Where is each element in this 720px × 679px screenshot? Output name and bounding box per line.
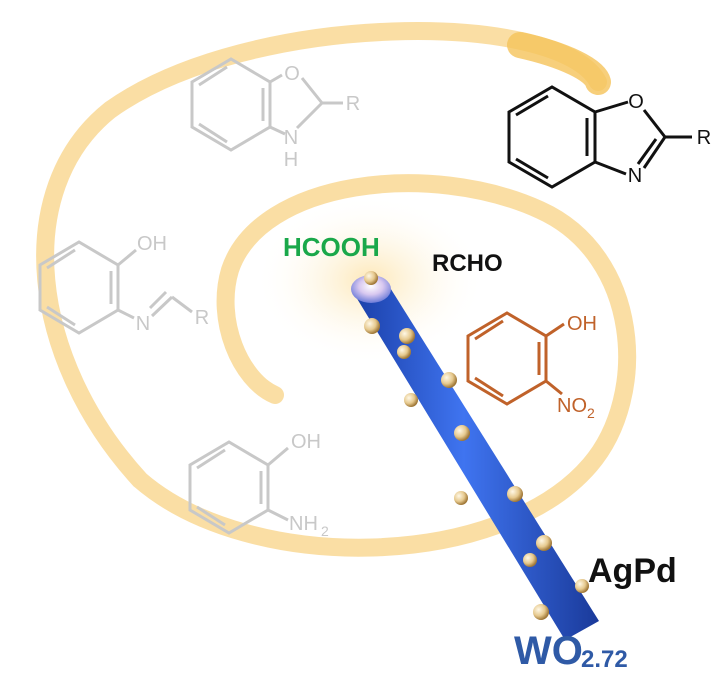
wo-subscript: 2.72 [581, 646, 628, 673]
reaction-spiral [36, 22, 637, 557]
rod-body [353, 286, 599, 640]
aminophenol-oh: OH [291, 431, 321, 453]
agpd-particles [364, 271, 589, 620]
nanowire-rod [351, 271, 599, 640]
imine-molecule [38, 240, 193, 335]
benzoxazoline-molecule [190, 57, 343, 152]
rod-cap [351, 275, 391, 303]
aminophenol-molecule [188, 440, 289, 535]
benzoxazoline-n: N [284, 127, 298, 149]
wo-label: WO [514, 629, 583, 673]
nitrophenol-oh: OH [567, 313, 597, 335]
spiral-head [507, 32, 611, 95]
benzoxazole-r: R [697, 127, 711, 149]
benzoxazole-n: N [628, 165, 642, 187]
hcooh-label: HCOOH [283, 232, 380, 262]
imine-oh: OH [137, 233, 167, 255]
nitrophenol-no-sub: 2 [587, 405, 595, 421]
imine-r: R [195, 307, 209, 329]
aminophenol-nh-sub: 2 [321, 523, 329, 539]
spiral-path [36, 22, 637, 557]
nitrophenol-no: NO [557, 395, 587, 417]
benzoxazole-molecule [507, 85, 692, 189]
imine-n: N [136, 313, 150, 335]
rcho-label: RCHO [432, 250, 503, 277]
nitrophenol-molecule [466, 311, 565, 406]
benzoxazole-o: O [628, 91, 644, 113]
benzoxazoline-o: O [284, 63, 300, 85]
benzoxazoline-r: R [346, 93, 360, 115]
agpd-label: AgPd [588, 552, 677, 590]
aminophenol-nh: NH [289, 513, 318, 535]
benzoxazoline-h: H [284, 149, 298, 171]
